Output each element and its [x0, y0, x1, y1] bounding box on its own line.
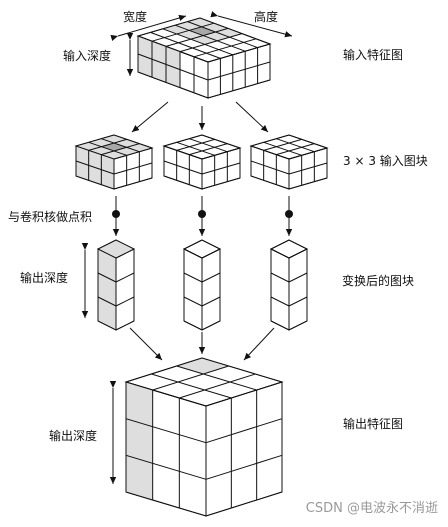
output-depth-small-label: 输出深度 — [20, 270, 68, 285]
input-patch-right-cube — [249, 134, 329, 190]
arrow-to-patch-left — [131, 101, 169, 133]
arrow-to-output-left — [129, 327, 163, 361]
arrow-to-output-right — [243, 327, 275, 361]
input-patches-label: 3 × 3 输入图块 — [343, 153, 428, 168]
input-feature-map-label: 输入特征图 — [343, 47, 403, 62]
output-depth-large-label: 输出深度 — [49, 428, 97, 443]
transformed-patch-right-cube — [269, 239, 309, 331]
output-feature-map-cube — [124, 357, 284, 517]
labels: 宽度 高度 输入深度 输入特征图 3 × 3 输入图块 与卷积核做点积 输出深度… — [8, 9, 438, 516]
height-label: 高度 — [254, 9, 278, 24]
arrow-to-patch-right — [235, 101, 269, 133]
width-label: 宽度 — [123, 9, 147, 24]
input-patch-center-cube — [162, 134, 242, 190]
input-depth-label: 输入深度 — [63, 48, 111, 63]
dot-product-label: 与卷积核做点积 — [8, 209, 92, 224]
output-feature-map-label: 输出特征图 — [343, 416, 403, 431]
transformed-patches-label: 变换后的图块 — [342, 273, 414, 288]
dot-marker-center — [198, 210, 206, 218]
flow-arrows — [81, 11, 293, 484]
input-patch-left-cube — [74, 134, 154, 190]
watermark: CSDN @电波永不消逝 — [306, 501, 438, 516]
width-arrow — [110, 14, 187, 42]
transformed-patch-center-cube — [182, 239, 222, 331]
height-arrow — [210, 11, 293, 38]
input-feature-map-cube — [136, 17, 272, 99]
transformed-patch-left-cube — [96, 239, 136, 331]
dot-marker-right — [285, 210, 293, 218]
dot-marker-left — [112, 210, 120, 218]
